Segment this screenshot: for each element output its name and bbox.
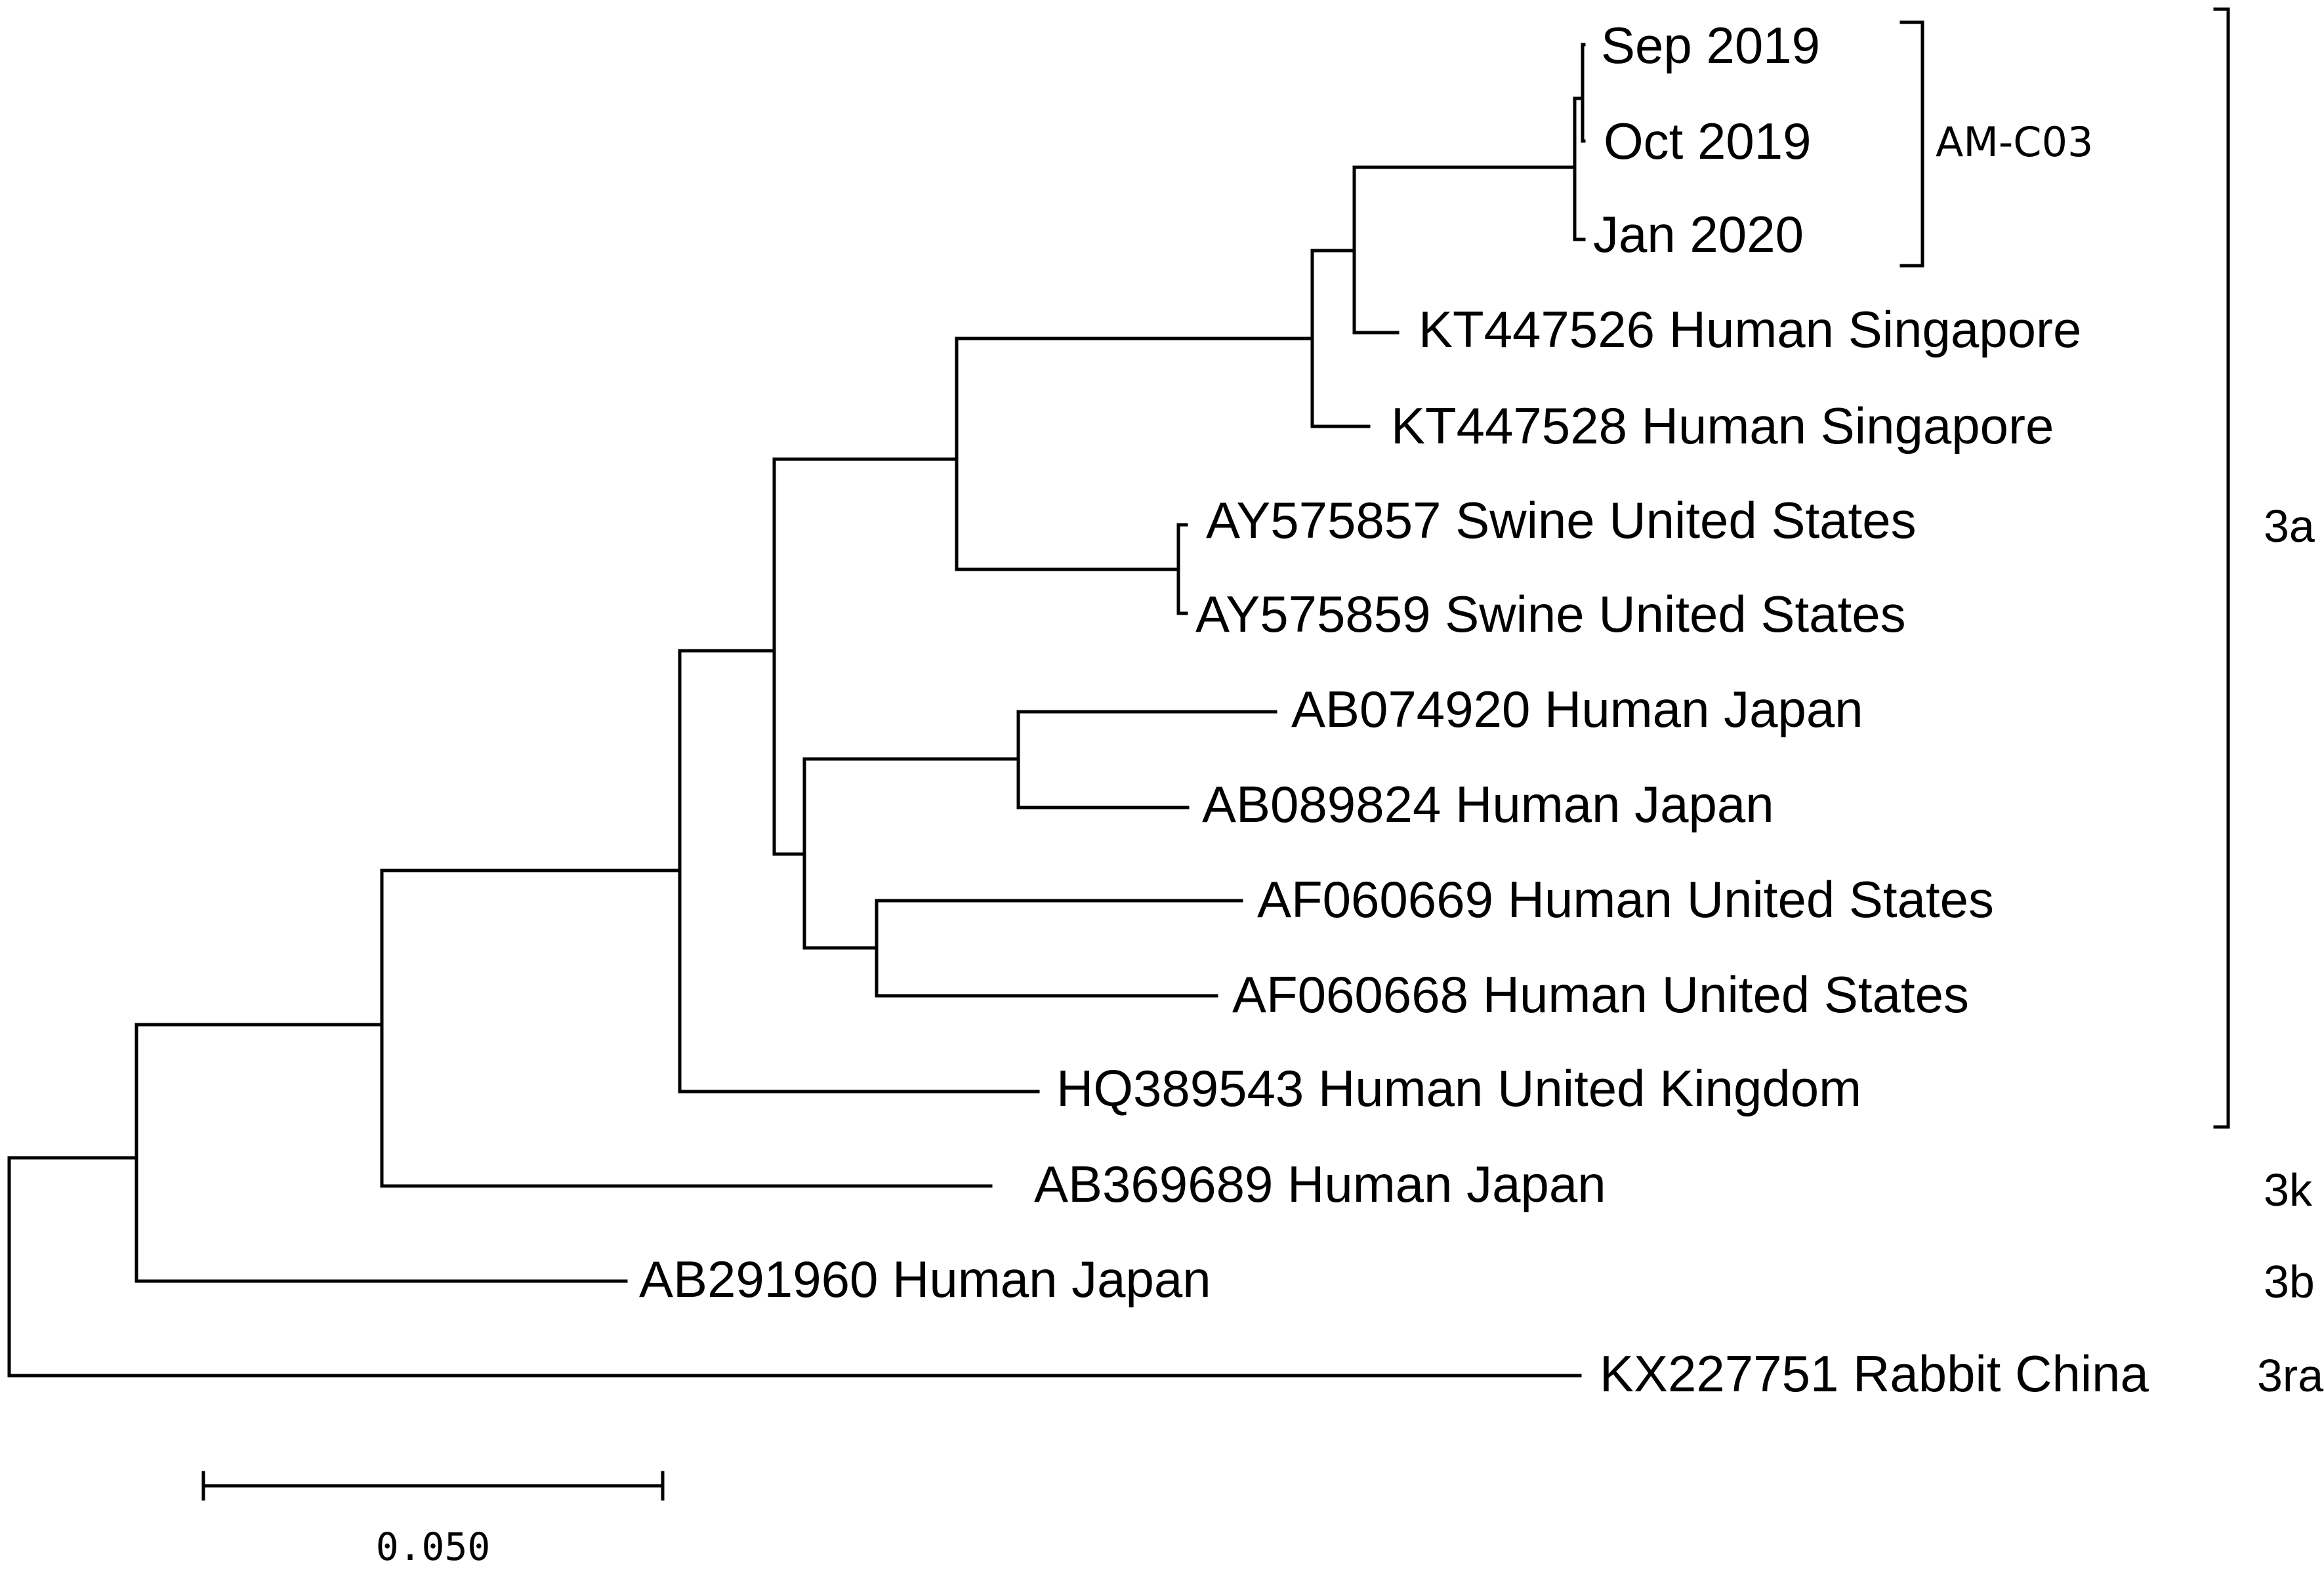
leaf-label-oct-2019: Oct 2019 <box>1604 112 1812 170</box>
leaf-label-jan-2020: Jan 2020 <box>1593 205 1804 263</box>
clade-label-3k: 3k <box>2264 1164 2313 1216</box>
leaf-label-ab369689: AB369689 Human Japan <box>1034 1155 1606 1213</box>
leaf-label-af060669: AF060669 Human United States <box>1257 870 1994 928</box>
leaf-label-ay575857: AY575857 Swine United States <box>1206 491 1917 549</box>
tree-branches <box>7 43 1586 1378</box>
leaf-label-ab089824: AB089824 Human Japan <box>1202 775 1774 833</box>
leaf-label-ab074920: AB074920 Human Japan <box>1291 680 1863 738</box>
leaf-label-hq389543: HQ389543 Human United Kingdom <box>1056 1059 1861 1117</box>
clade-label-am-c03: AM-C03 <box>1936 118 2093 166</box>
clade-label-3b: 3b <box>2264 1256 2315 1307</box>
leaf-label-ay575859: AY575859 Swine United States <box>1195 585 1906 643</box>
leaf-label-kt447526: KT447526 Human Singapore <box>1419 300 2081 358</box>
clade-labels: AM-C03 3a 3k 3b 3ra <box>1936 118 2323 1401</box>
leaf-labels: Sep 2019 Oct 2019 Jan 2020 KT447526 Huma… <box>639 16 2149 1402</box>
scale-bar-label: 0.050 <box>376 1524 491 1569</box>
scale-bar: 0.050 <box>201 1471 665 1569</box>
leaf-label-af060668: AF060668 Human United States <box>1232 966 1969 1023</box>
leaf-label-kt447528: KT447528 Human Singapore <box>1391 397 2054 455</box>
clade-label-3a: 3a <box>2264 501 2315 552</box>
leaf-label-ab291960: AB291960 Human Japan <box>639 1250 1211 1308</box>
clade-label-3ra: 3ra <box>2257 1350 2323 1401</box>
clade-brackets <box>1899 7 2230 1129</box>
leaf-label-sep-2019: Sep 2019 <box>1601 16 1820 74</box>
leaf-label-kx227751: KX227751 Rabbit China <box>1600 1345 2149 1402</box>
